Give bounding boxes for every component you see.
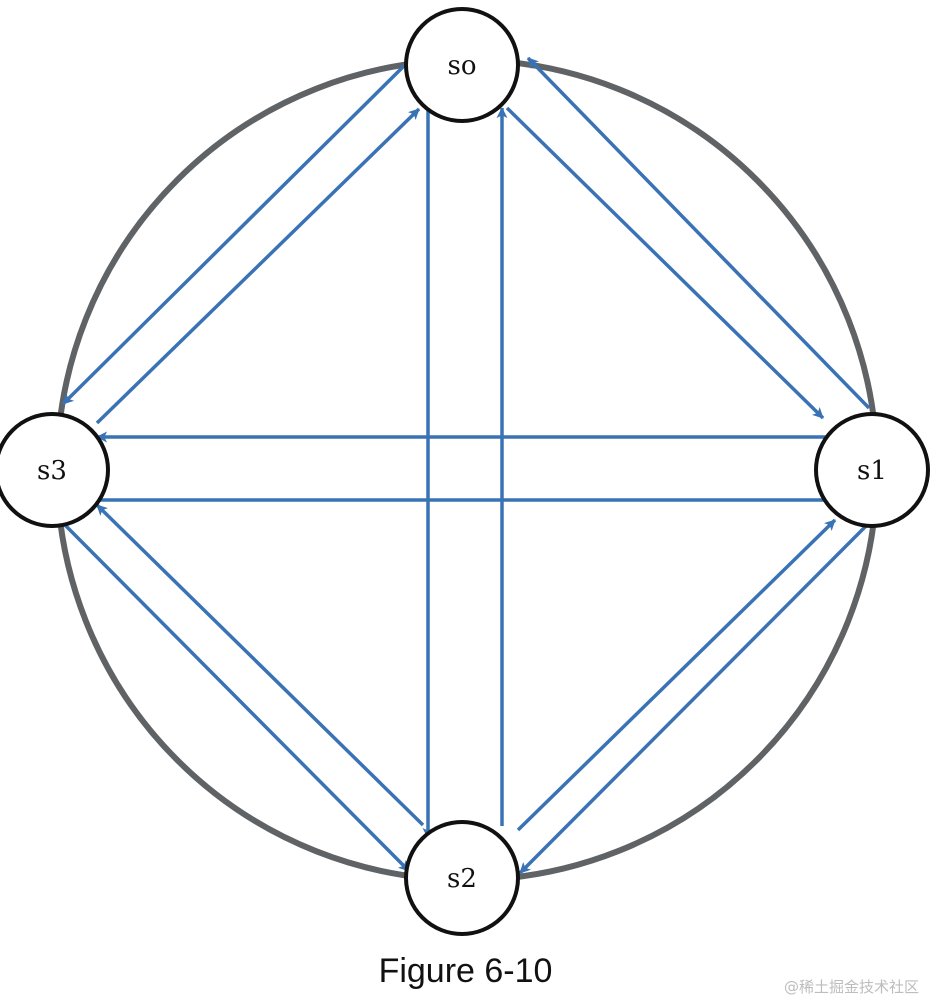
node-circle-s2 (404, 820, 520, 936)
edge-s0-to-s1 (505, 106, 825, 420)
nodes-layer: so s1 s2 s3 (0, 7, 930, 936)
node-label-s0: so (448, 51, 477, 81)
edge-s1-to-s2 (518, 518, 874, 875)
node-s3: s3 (0, 412, 110, 528)
node-label-s2: s2 (447, 864, 477, 894)
node-label-s1: s1 (857, 456, 887, 486)
edge-s3-to-s2 (59, 519, 411, 873)
edge-s2-to-s1 (516, 518, 837, 832)
watermark: @稀土掘金技术社区 (783, 978, 919, 996)
node-s1: s1 (814, 412, 930, 528)
edge-s3-to-s0 (95, 107, 421, 425)
edge-s1-to-s0 (526, 56, 871, 410)
node-circle-s1 (814, 412, 930, 528)
node-s2: s2 (404, 820, 520, 936)
figure-caption: Figure 6-10 (378, 952, 553, 990)
outer-ring (54, 57, 880, 883)
node-s0: so (404, 7, 520, 123)
node-circle-s0 (404, 7, 520, 123)
node-circle-s3 (0, 412, 110, 528)
edge-s2-to-s3 (95, 503, 425, 827)
edge-s0-to-s3 (61, 56, 414, 406)
node-label-s3: s3 (37, 456, 67, 486)
edges-layer (59, 56, 874, 875)
